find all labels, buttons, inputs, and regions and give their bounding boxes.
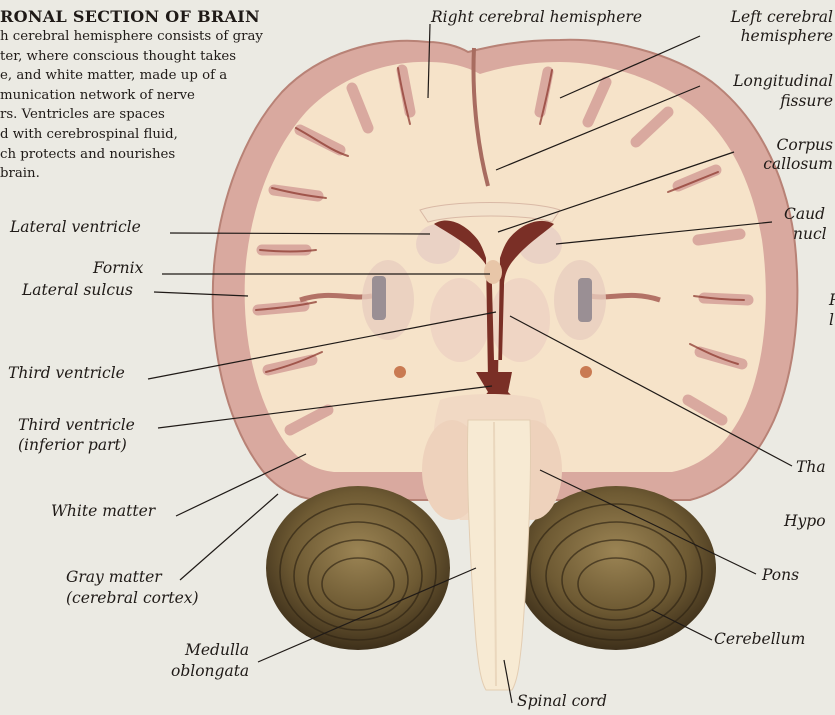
intro-line: rs. Ventricles are spaces bbox=[0, 105, 360, 125]
label-lateral-ventricle: Lateral ventricle bbox=[10, 218, 141, 236]
intro-paragraph: h cerebral hemisphere consists of gray t… bbox=[0, 27, 360, 184]
label-right-cerebral-hemisphere: Right cerebral hemisphere bbox=[431, 8, 642, 26]
page-title: RONAL SECTION OF BRAIN bbox=[0, 7, 260, 26]
label-left-cerebral-hemisphere-1: Left cerebral bbox=[731, 8, 833, 26]
label-third-ventricle-inferior-2: (inferior part) bbox=[18, 436, 127, 454]
intro-line: e, and white matter, made up of a bbox=[0, 66, 360, 86]
label-putamen-2: l bbox=[829, 311, 834, 329]
label-fornix: Fornix bbox=[93, 259, 143, 277]
label-cerebellum: Cerebellum bbox=[714, 630, 805, 648]
label-hypothalamus: Hypo bbox=[784, 512, 826, 530]
label-third-ventricle-inferior-1: Third ventricle bbox=[18, 416, 135, 434]
label-caudate-nucleus-1: Caud bbox=[784, 205, 825, 223]
label-caudate-nucleus-2: nucl bbox=[793, 225, 827, 243]
label-white-matter: White matter bbox=[51, 502, 155, 520]
thalamus-shape bbox=[430, 278, 490, 362]
label-longitudinal-fissure-1: Longitudinal bbox=[733, 72, 833, 90]
intro-line: h cerebral hemisphere consists of gray bbox=[0, 27, 360, 47]
label-putamen-1: P bbox=[829, 291, 835, 309]
label-thalamus: Tha bbox=[796, 458, 826, 476]
spinal-cord-shape bbox=[467, 420, 530, 690]
label-gray-matter-1: Gray matter bbox=[66, 568, 162, 586]
label-corpus-callosum-2: callosum bbox=[763, 155, 833, 173]
intro-line: ch protects and nourishes bbox=[0, 145, 360, 165]
intro-line: ter, where conscious thought takes bbox=[0, 47, 360, 67]
label-third-ventricle: Third ventricle bbox=[8, 364, 125, 382]
intro-line: munication network of nerve bbox=[0, 86, 360, 106]
label-corpus-callosum-1: Corpus bbox=[777, 136, 833, 154]
intro-line: brain. bbox=[0, 164, 360, 184]
label-longitudinal-fissure-2: fissure bbox=[780, 92, 833, 110]
label-medulla-oblongata-1: Medulla bbox=[185, 641, 249, 659]
label-pons: Pons bbox=[762, 566, 799, 584]
label-lateral-sulcus: Lateral sulcus bbox=[22, 281, 133, 299]
label-gray-matter-2: (cerebral cortex) bbox=[66, 589, 199, 607]
label-spinal-cord: Spinal cord bbox=[517, 692, 607, 710]
label-medulla-oblongata-2: oblongata bbox=[171, 662, 249, 680]
label-left-cerebral-hemisphere-2: hemisphere bbox=[741, 27, 833, 45]
intro-line: d with cerebrospinal fluid, bbox=[0, 125, 360, 145]
